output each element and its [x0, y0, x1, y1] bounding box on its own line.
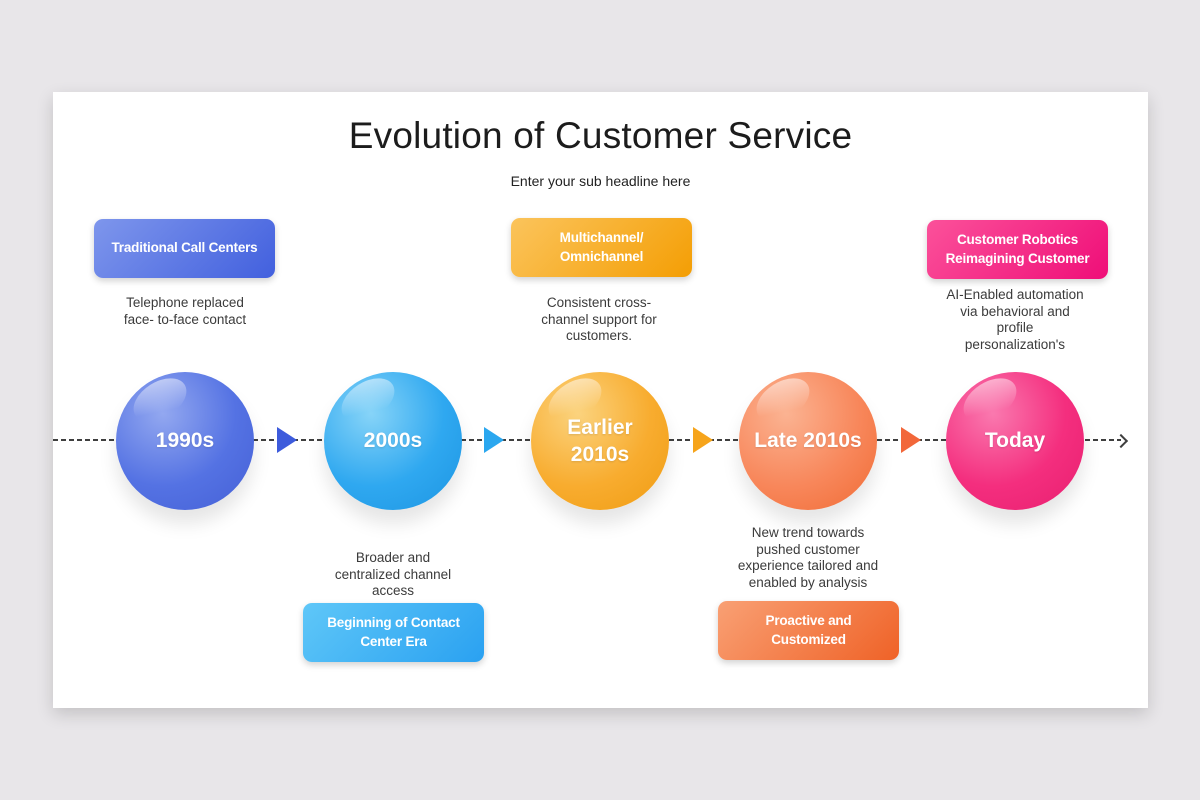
description-1990s: Telephone replaced face- to-face contact [123, 295, 247, 327]
description-2000s: Broader and centralized channel access [334, 550, 452, 599]
page-subtitle: Enter your sub headline here [510, 173, 691, 189]
milestone-label: Late 2010s [754, 429, 862, 453]
milestone-circle-1990s: 1990s [116, 372, 254, 510]
milestone-circle-late-2010s: Late 2010s [739, 372, 877, 510]
description-earlier-2010s: Consistent cross- channel support for cu… [541, 295, 657, 344]
tag-proactive-and-customized: Proactive and Customized [718, 601, 899, 660]
timeline-end-arrow-icon [1113, 433, 1129, 449]
arrow-right-icon [277, 427, 297, 453]
arrow-right-icon [484, 427, 504, 453]
tag-customer-robotics: Customer Robotics Reimagining Customer [927, 220, 1108, 279]
description-late-2010s: New trend towards pushed customer experi… [737, 525, 879, 591]
milestone-label: Earlier 2010s [567, 415, 633, 466]
tag-multichannel-omnichannel: Multichannel/ Omnichannel [511, 218, 692, 277]
milestone-label: Today [984, 429, 1046, 453]
milestone-circle-2000s: 2000s [324, 372, 462, 510]
arrow-right-icon [693, 427, 713, 453]
tag-beginning-of-contact-center-era: Beginning of Contact Center Era [303, 603, 484, 662]
milestone-circle-today: Today [946, 372, 1084, 510]
tag-traditional-call-centers: Traditional Call Centers [94, 219, 275, 278]
description-today: AI-Enabled automation via behavioral and… [946, 287, 1084, 353]
milestone-label: 2000s [363, 429, 423, 453]
arrow-right-icon [901, 427, 921, 453]
milestone-circle-earlier-2010s: Earlier 2010s [531, 372, 669, 510]
page-title: Evolution of Customer Service [348, 115, 853, 156]
milestone-label: 1990s [155, 429, 215, 453]
slide-card: Evolution of Customer Service Enter your… [53, 92, 1148, 708]
